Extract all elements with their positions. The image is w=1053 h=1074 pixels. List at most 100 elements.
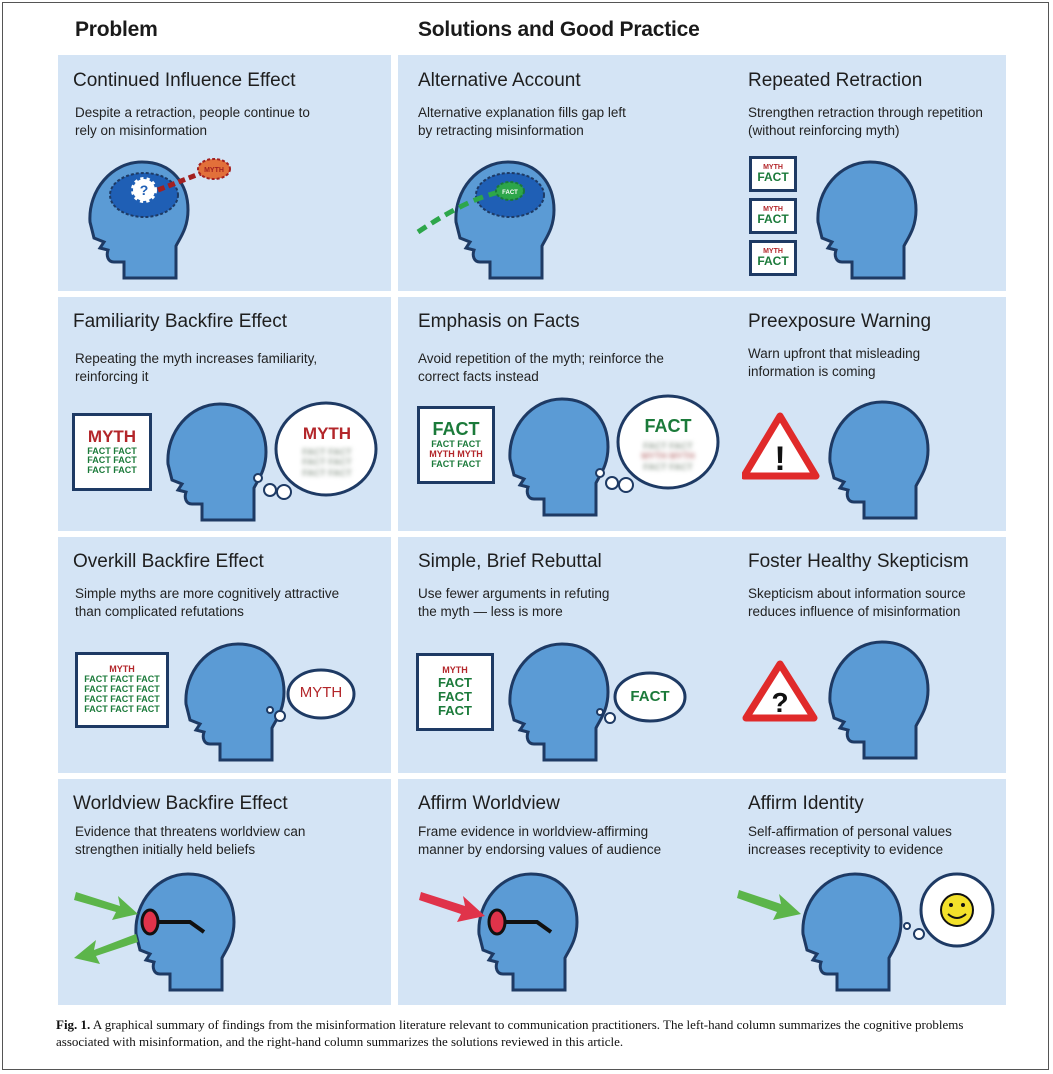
familiarity-card: MYTH FACT FACT FACT FACT FACT FACT xyxy=(72,413,152,491)
arrow-out-icon xyxy=(74,934,138,964)
link-line xyxy=(157,169,205,193)
blur-line: FACT FACT xyxy=(302,447,352,457)
caption-text: A graphical summary of findings from the… xyxy=(56,1017,964,1049)
thought-dot-small xyxy=(903,922,911,930)
overkill-desc: Simple myths are more cognitively attrac… xyxy=(75,586,340,619)
bubble-fact-label: FACT xyxy=(644,416,692,436)
thought-bubble xyxy=(613,671,687,723)
head-icon xyxy=(508,642,610,762)
thought-dot-large xyxy=(618,477,634,493)
rebuttal-card: MYTH FACT FACT FACT xyxy=(416,653,494,731)
card-myth-label: MYTH xyxy=(763,205,783,213)
card-fact-label: FACT xyxy=(757,212,789,227)
retraction-card-3: MYTH FACT xyxy=(749,240,797,276)
head-icon xyxy=(801,872,903,992)
head-icon xyxy=(477,872,579,992)
emphasis-facts-title: Emphasis on Facts xyxy=(418,311,580,332)
question-mark-icon: ? xyxy=(140,182,149,198)
head-brief-rebuttal xyxy=(508,642,687,762)
familiarity-title: Familiarity Backfire Effect xyxy=(73,311,287,332)
worldview-title: Worldview Backfire Effect xyxy=(73,793,288,814)
retraction-card-2: MYTH FACT xyxy=(749,198,797,234)
solutions-column-header: Solutions and Good Practice xyxy=(418,18,700,41)
gear-icon xyxy=(131,177,157,203)
card-line: FACT FACT xyxy=(87,465,137,476)
head-brain-myth-illustration: ? MYTH xyxy=(88,158,231,280)
card-big-label: FACT xyxy=(432,419,480,440)
head-alternative-account-illustration: FACT xyxy=(416,160,556,280)
card-big-label: MYTH xyxy=(87,426,137,446)
myth-gear-icon xyxy=(197,158,231,180)
skepticism-desc: Skepticism about information source redu… xyxy=(748,586,966,619)
card-line: FACT FACT xyxy=(87,455,137,466)
blur-line: MYTH MYTH xyxy=(641,451,695,462)
overkill-title: Overkill Backfire Effect xyxy=(73,551,264,572)
blur-line: FACT FACT xyxy=(302,457,352,468)
blur-line: FACT FACT xyxy=(643,461,693,472)
question-mark-icon: ? xyxy=(771,687,788,718)
head-repeated-retraction xyxy=(816,160,918,280)
preexposure-title: Preexposure Warning xyxy=(748,311,932,332)
card-line: MYTH MYTH xyxy=(429,448,483,459)
thought-bubble xyxy=(286,668,356,720)
affirm-worldview-desc: Frame evidence in worldview-affirming ma… xyxy=(418,824,662,857)
overkill-card: MYTH FACT FACT FACT FACT FACT FACT FACT … xyxy=(75,652,169,728)
continued-influence-desc: Despite a retraction, people continue to… xyxy=(75,105,310,138)
thought-dot-small xyxy=(253,473,263,483)
exclamation-icon: ! xyxy=(774,440,785,478)
figure-caption: Fig. 1. A graphical summary of findings … xyxy=(56,1016,1016,1050)
bubble-blurred-lines: FACT FACT MYTH MYTH FACT FACT xyxy=(634,441,702,472)
card-myth-label: MYTH xyxy=(763,163,783,171)
thought-dot-large xyxy=(276,484,292,500)
thought-dot-small xyxy=(595,468,605,478)
svg-text:MYTH: MYTH xyxy=(204,167,224,174)
affirm-identity-title: Affirm Identity xyxy=(748,793,864,814)
arrow-in-icon xyxy=(74,892,138,920)
card-fact-label: FACT xyxy=(757,170,789,185)
repeated-retraction-desc: Strengthen retraction through repetition… xyxy=(748,105,983,138)
thought-dot-medium xyxy=(913,928,925,940)
blur-line: FACT FACT xyxy=(643,441,693,451)
head-icon xyxy=(828,400,930,520)
familiarity-desc: Repeating the myth increases familiarity… xyxy=(75,351,318,384)
caption-label: Fig. 1. xyxy=(56,1017,91,1032)
affirm-worldview-title: Affirm Worldview xyxy=(418,793,560,814)
card-myth-label: MYTH xyxy=(442,664,468,675)
problem-column-header: Problem xyxy=(75,18,158,41)
affirm-worldview-illustration xyxy=(419,872,579,992)
card-line: FACT FACT FACT xyxy=(84,703,160,714)
card-line: FACT xyxy=(438,688,472,704)
bubble-fact-label: FACT xyxy=(630,688,670,705)
card-line: FACT xyxy=(438,703,472,719)
glasses-arm-icon xyxy=(505,920,553,934)
brief-rebuttal-desc: Use fewer arguments in refuting the myth… xyxy=(418,586,610,619)
card-line: FACT FACT FACT xyxy=(84,693,160,704)
head-icon xyxy=(166,402,268,522)
warning-sign-icon xyxy=(742,412,820,480)
thought-dot-medium xyxy=(274,710,286,722)
blur-line: FACT FACT xyxy=(302,467,352,478)
arrow-in-icon xyxy=(737,890,801,920)
head-icon xyxy=(816,160,918,280)
thought-dot-small xyxy=(596,708,604,716)
head-icon xyxy=(134,872,236,992)
card-line: FACT FACT xyxy=(87,445,137,456)
bubble-myth-label: MYTH xyxy=(302,424,352,443)
skepticism-head-illustration: ? xyxy=(742,640,930,760)
thought-dot-medium xyxy=(605,476,619,490)
card-line: FACT FACT FACT xyxy=(84,674,160,685)
skepticism-title: Foster Healthy Skepticism xyxy=(748,551,969,572)
card-line: FACT FACT xyxy=(431,439,481,450)
card-fact-label: FACT xyxy=(757,254,789,269)
retraction-card-1: MYTH FACT xyxy=(749,156,797,192)
thought-bubble xyxy=(616,394,720,490)
preexposure-desc: Warn upfront that misleading information… xyxy=(748,346,921,379)
card-line: FACT FACT xyxy=(431,458,481,469)
smiley-face-icon xyxy=(940,893,974,927)
alternative-account-title: Alternative Account xyxy=(418,70,581,91)
card-line: FACT xyxy=(438,674,472,690)
thought-dot-medium xyxy=(263,483,277,497)
bubble-blurred-lines: FACT FACT FACT FACT FACT FACT xyxy=(293,447,361,478)
thought-dot-small xyxy=(266,706,274,714)
